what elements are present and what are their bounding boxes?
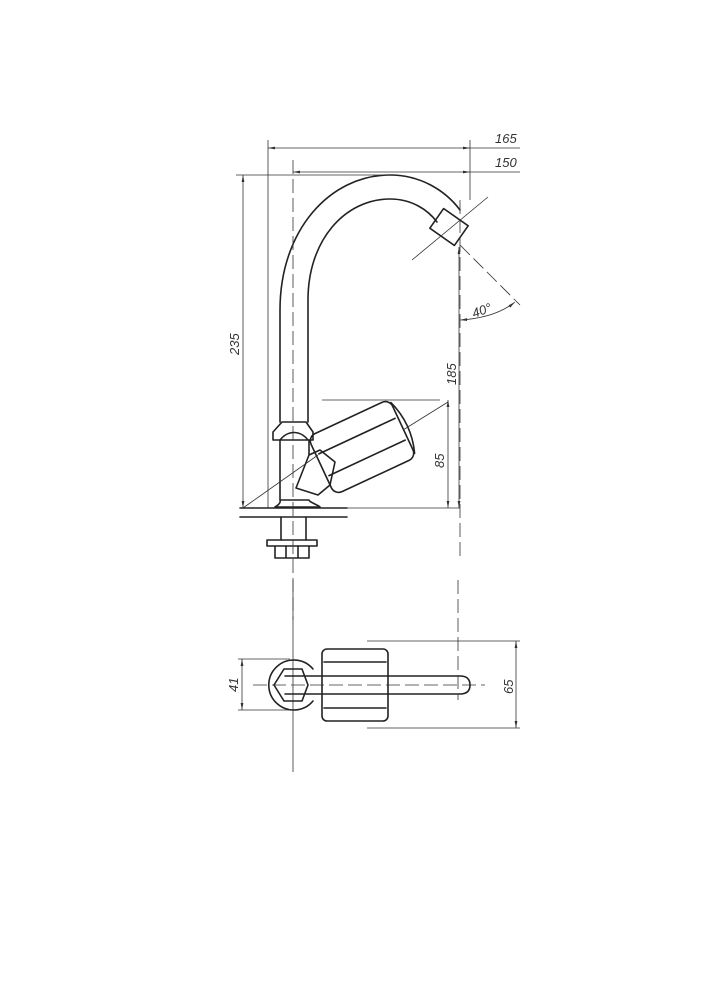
dim-overall-reach: 165 <box>495 131 517 146</box>
spout-inner <box>307 198 438 423</box>
dim-spout-reach: 150 <box>495 155 517 170</box>
dim-handle-height: 85 <box>432 453 447 468</box>
spout-outer <box>279 174 461 423</box>
front-view: 165 150 235 185 85 40° <box>227 131 521 620</box>
dim-handle-width: 65 <box>501 679 516 694</box>
aerator-nut <box>429 207 469 247</box>
handle <box>309 400 416 494</box>
dim-base-width: 41 <box>226 678 241 692</box>
top-view: 41 65 <box>226 580 520 772</box>
dim-overall-height: 235 <box>227 333 242 356</box>
dim-spout-angle: 40° <box>470 300 494 321</box>
dim-spout-outlet-height: 185 <box>444 363 459 385</box>
collar-nut <box>272 421 314 441</box>
